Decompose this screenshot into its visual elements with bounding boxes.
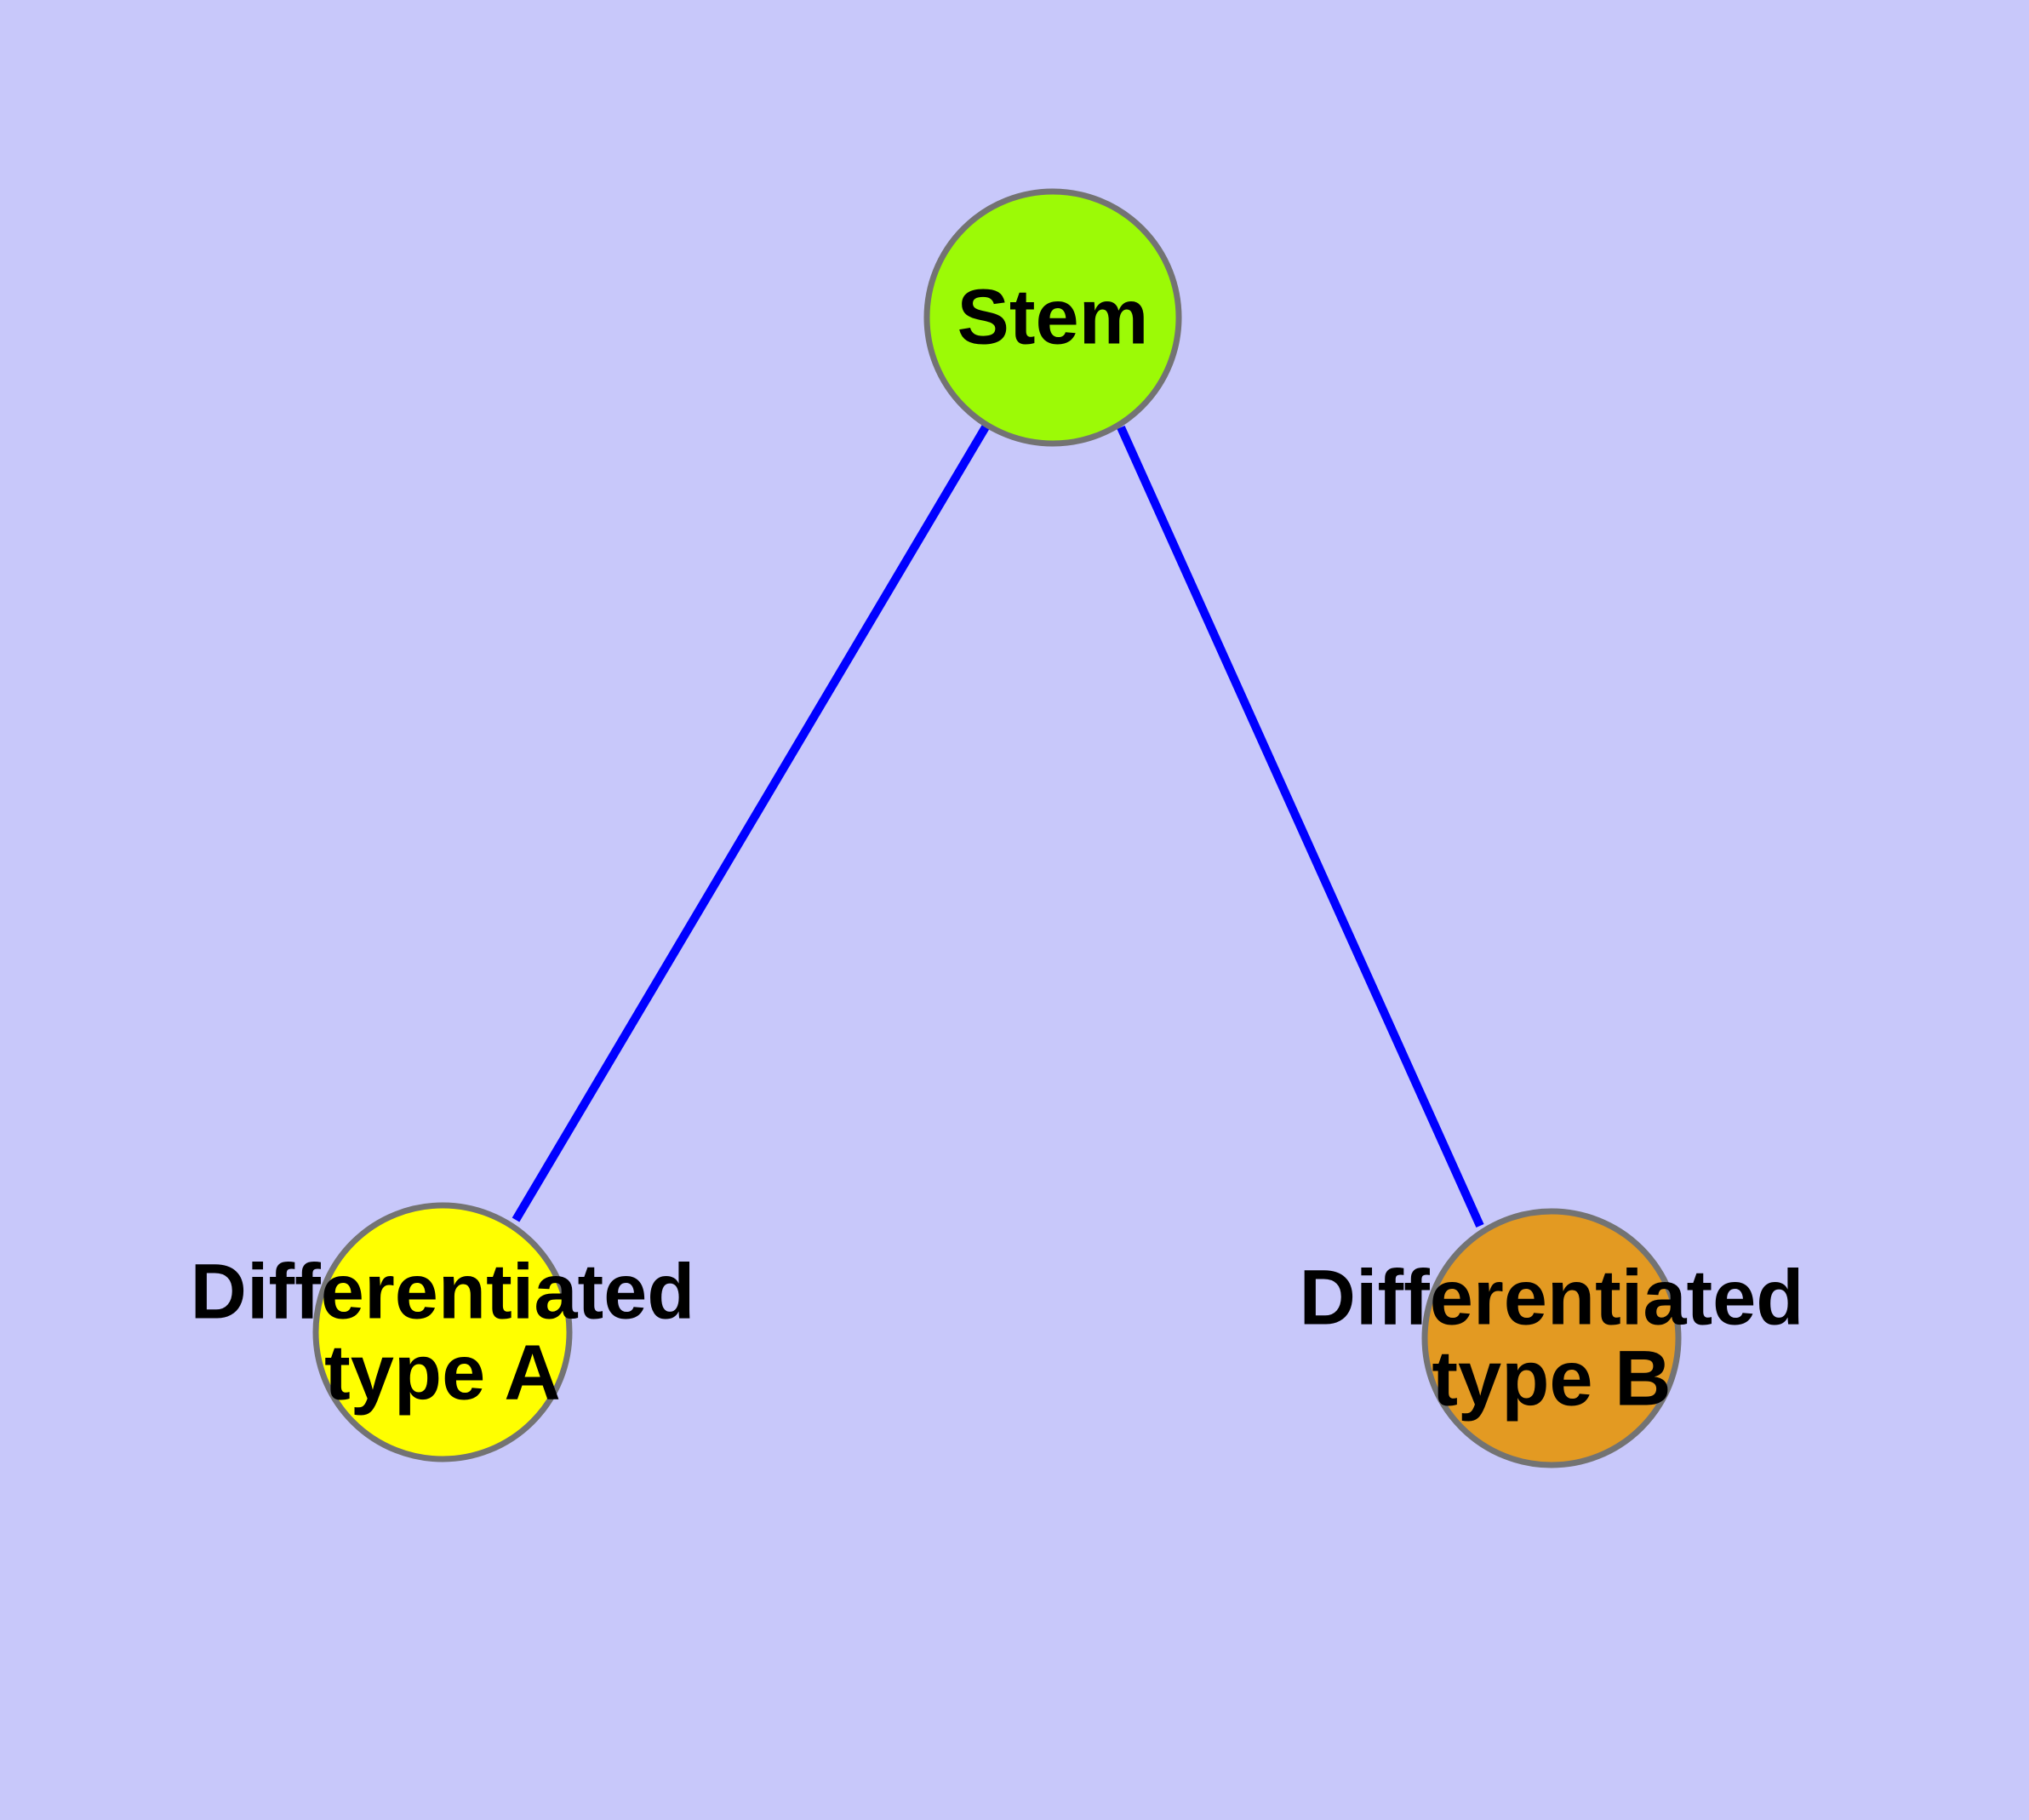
edge-stem-to-differentiated-type-a[interactable]	[512, 423, 991, 1222]
edge-layer	[512, 423, 1484, 1228]
node-differentiated-type-a[interactable]	[312, 1202, 573, 1462]
node-stem[interactable]	[923, 188, 1182, 447]
node-differentiated-type-b[interactable]	[1421, 1208, 1682, 1468]
node-layer	[312, 188, 1682, 1468]
edge-stem-to-differentiated-type-b[interactable]	[1117, 425, 1484, 1228]
